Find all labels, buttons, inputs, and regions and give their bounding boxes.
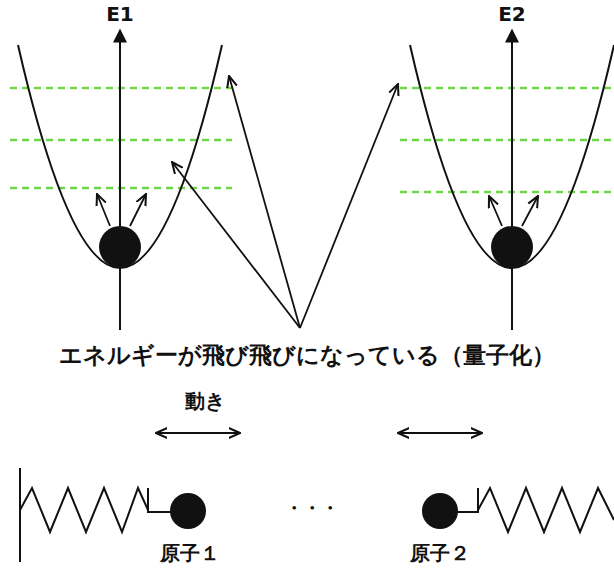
spring-rod [148, 488, 172, 512]
atom-ball [422, 493, 458, 529]
label-text: 原子２ [410, 542, 470, 564]
label-text: 動き [185, 390, 225, 412]
label-text: E2 [498, 3, 526, 25]
excitation-arrow [97, 194, 538, 226]
spring-rod [456, 488, 478, 512]
motion-arrow [398, 432, 482, 434]
pointer-arrow [172, 76, 398, 328]
energy-level [10, 88, 614, 192]
potential-well [410, 45, 614, 268]
atom-ball [99, 226, 141, 268]
spring [20, 488, 148, 532]
energy-axis [119, 30, 121, 330]
atom-ball [491, 226, 533, 268]
label-text: 原子１ [160, 542, 220, 564]
wall [19, 468, 21, 562]
potential-well [18, 45, 222, 268]
energy-axis [511, 30, 513, 330]
atom-ball [170, 493, 206, 529]
label-text: E1 [106, 3, 134, 25]
spring [478, 488, 614, 532]
motion-arrow [156, 432, 240, 434]
label-text: エネルギーが飛び飛びになっている（量子化） [59, 343, 555, 368]
label-text: ・・・ [285, 498, 339, 518]
